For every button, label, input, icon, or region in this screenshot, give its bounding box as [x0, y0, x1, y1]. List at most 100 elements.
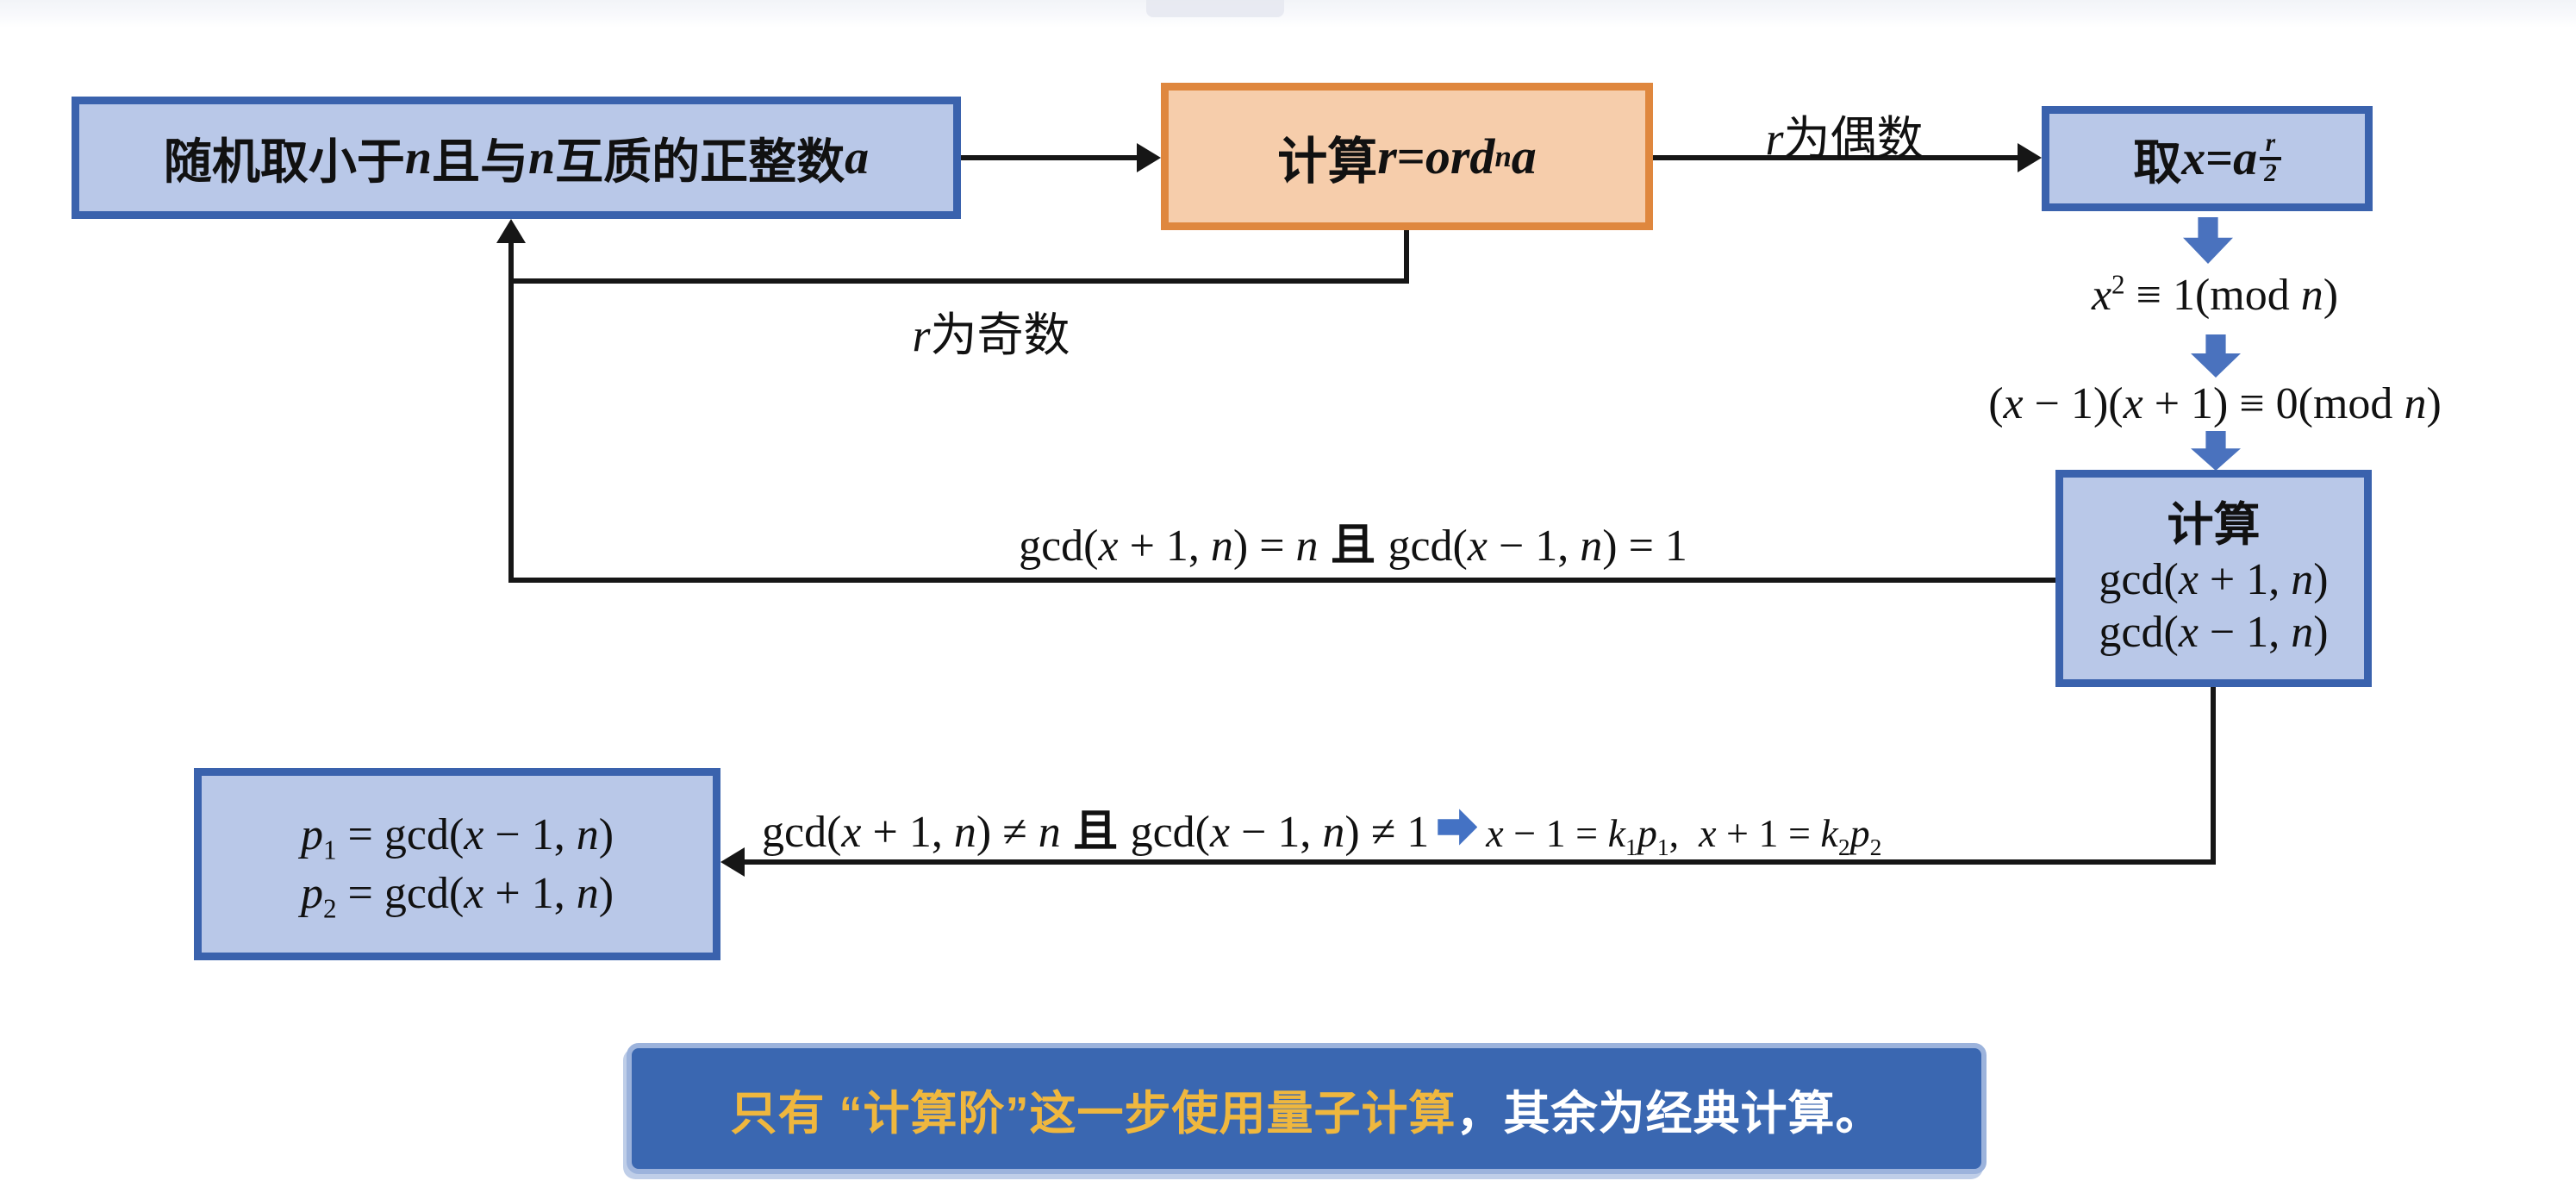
connector-result-horizontal: [739, 859, 2216, 865]
label-gcd-equals-loop: gcd(x + 1, n) = n 且 gcd(x − 1, n) = 1: [914, 509, 1793, 573]
var-r: r: [1377, 128, 1397, 184]
seg: + 1,: [861, 808, 954, 857]
equation-x-squared: x2 ≡ 1(mod n): [1999, 269, 2430, 321]
seg: 2: [2111, 269, 2125, 300]
seg: =: [1396, 128, 1425, 184]
var-n: n: [1295, 522, 1319, 571]
var-a: a: [845, 131, 870, 184]
seg: 2: [322, 892, 337, 923]
var-n: n: [1038, 808, 1061, 857]
result-line1: p1 = gcd(x − 1, n): [301, 806, 614, 865]
seg: gcd(: [762, 808, 842, 857]
var-n: n: [2291, 554, 2314, 604]
seg: 且: [1060, 807, 1131, 857]
box-pick-random-a: 随机取小于 n 且与 n 互质的正整数 a: [72, 97, 961, 219]
arrowhead-right-icon: [1137, 143, 1161, 172]
banner-rest-text: ，其余为经典计算。: [1456, 1087, 1883, 1140]
var-x: x: [464, 868, 484, 918]
var-n: n: [404, 131, 432, 184]
seg: 且与: [432, 134, 528, 189]
down-arrow-icon: [2191, 334, 2241, 378]
connector-random-to-order: [961, 155, 1138, 160]
seg: ): [598, 809, 614, 859]
var-n: n: [576, 868, 599, 918]
seg: gcd(: [1130, 808, 1210, 857]
seg: ) ≠: [976, 808, 1039, 857]
var-x: x: [1098, 522, 1119, 571]
seg: ) =: [1232, 522, 1296, 571]
var-n: n: [1322, 808, 1345, 857]
seg: ): [2313, 607, 2329, 657]
label-branch-condition: gcd(x + 1, n) ≠ n 且 gcd(x − 1, n) ≠ 1 x …: [762, 795, 1881, 859]
arrowhead-up-icon: [496, 219, 526, 243]
var-p: p: [1849, 811, 1870, 855]
label-r-odd: r为奇数: [827, 297, 1155, 365]
box-gcd-title: 计算: [2167, 498, 2261, 551]
seg: − 1,: [1230, 808, 1323, 857]
seg: = gcd(: [336, 809, 465, 859]
screenshot-top-strip: [0, 0, 2576, 28]
var-x: x: [1486, 811, 1504, 855]
arrowhead-right-icon: [2018, 143, 2042, 172]
seg: ) ≠ 1: [1344, 808, 1430, 857]
var-p: p: [300, 809, 323, 859]
frac-denominator: 2: [2260, 157, 2281, 187]
var-k: k: [1820, 811, 1838, 855]
connector-order-to-take: [1653, 155, 2018, 160]
seg: x: [2091, 271, 2112, 320]
seg: 1: [1625, 834, 1637, 861]
frac-numerator: r: [2265, 128, 2276, 157]
seg: ≡ 1(mod: [2124, 271, 2301, 320]
connector-loop-vertical-main: [508, 241, 514, 583]
seg: gcd(: [2099, 554, 2179, 604]
var-n: n: [2404, 379, 2427, 428]
result-line2: p2 = gcd(x + 1, n): [301, 865, 614, 923]
var-p: p: [300, 868, 323, 918]
label-branch-consequence: x − 1 = k1p1, x + 1 = k2p2: [1486, 809, 1881, 859]
connector-odd-loop-vertical: [1404, 230, 1409, 284]
var-n: n: [1580, 522, 1603, 571]
var-x: x: [2178, 607, 2199, 657]
seg: gcd(: [1019, 522, 1099, 571]
seg: ) = 1: [1602, 522, 1687, 571]
seg: = gcd(: [336, 868, 465, 918]
seg: 随机取小于: [163, 134, 405, 189]
seg: 1: [1656, 834, 1669, 861]
var-x: x: [1467, 522, 1488, 571]
seg: gcd(: [2099, 607, 2179, 657]
seg: 取: [2133, 134, 2182, 190]
var-r: r: [912, 309, 931, 361]
var-a: a: [1511, 128, 1537, 184]
seg: + 1) ≡ 0(mod: [2143, 379, 2404, 428]
seg: 2: [1837, 834, 1850, 861]
var-n: n: [2300, 271, 2323, 320]
seg: =: [2205, 132, 2234, 185]
var-x: x: [1699, 811, 1717, 855]
seg: − 1,: [2198, 607, 2292, 657]
connector-odd-loop-horizontal: [508, 278, 1409, 284]
connector-gcd-down-vertical: [2211, 687, 2216, 865]
seg: 为偶数: [1783, 113, 1924, 165]
box-gcd-line2: gcd(x − 1, n): [2099, 606, 2328, 659]
var-x: x: [2003, 379, 2024, 428]
var-k: k: [1607, 811, 1626, 855]
seg: ): [598, 868, 614, 918]
var-a: a: [2233, 132, 2258, 185]
seg: − 1,: [1487, 522, 1581, 571]
box-result-factors: p1 = gcd(x − 1, n) p2 = gcd(x + 1, n): [194, 768, 720, 960]
seg: + 1,: [2198, 554, 2292, 604]
box-compute-gcd: 计算 gcd(x + 1, n) gcd(x − 1, n): [2055, 470, 2372, 687]
var-x: x: [2178, 554, 2199, 604]
seg: ): [2426, 379, 2442, 428]
seg: 互质的正整数: [555, 134, 845, 189]
var-n: n: [528, 131, 556, 184]
box-gcd-line1: gcd(x + 1, n): [2099, 553, 2328, 606]
seg: + 1,: [1118, 522, 1211, 571]
seg: 且: [1318, 521, 1388, 571]
var-x: x: [841, 808, 862, 857]
seg: (: [1988, 379, 2004, 428]
label-r-even: r为偶数: [1681, 100, 2008, 168]
seg: + 1 =: [1716, 811, 1821, 855]
